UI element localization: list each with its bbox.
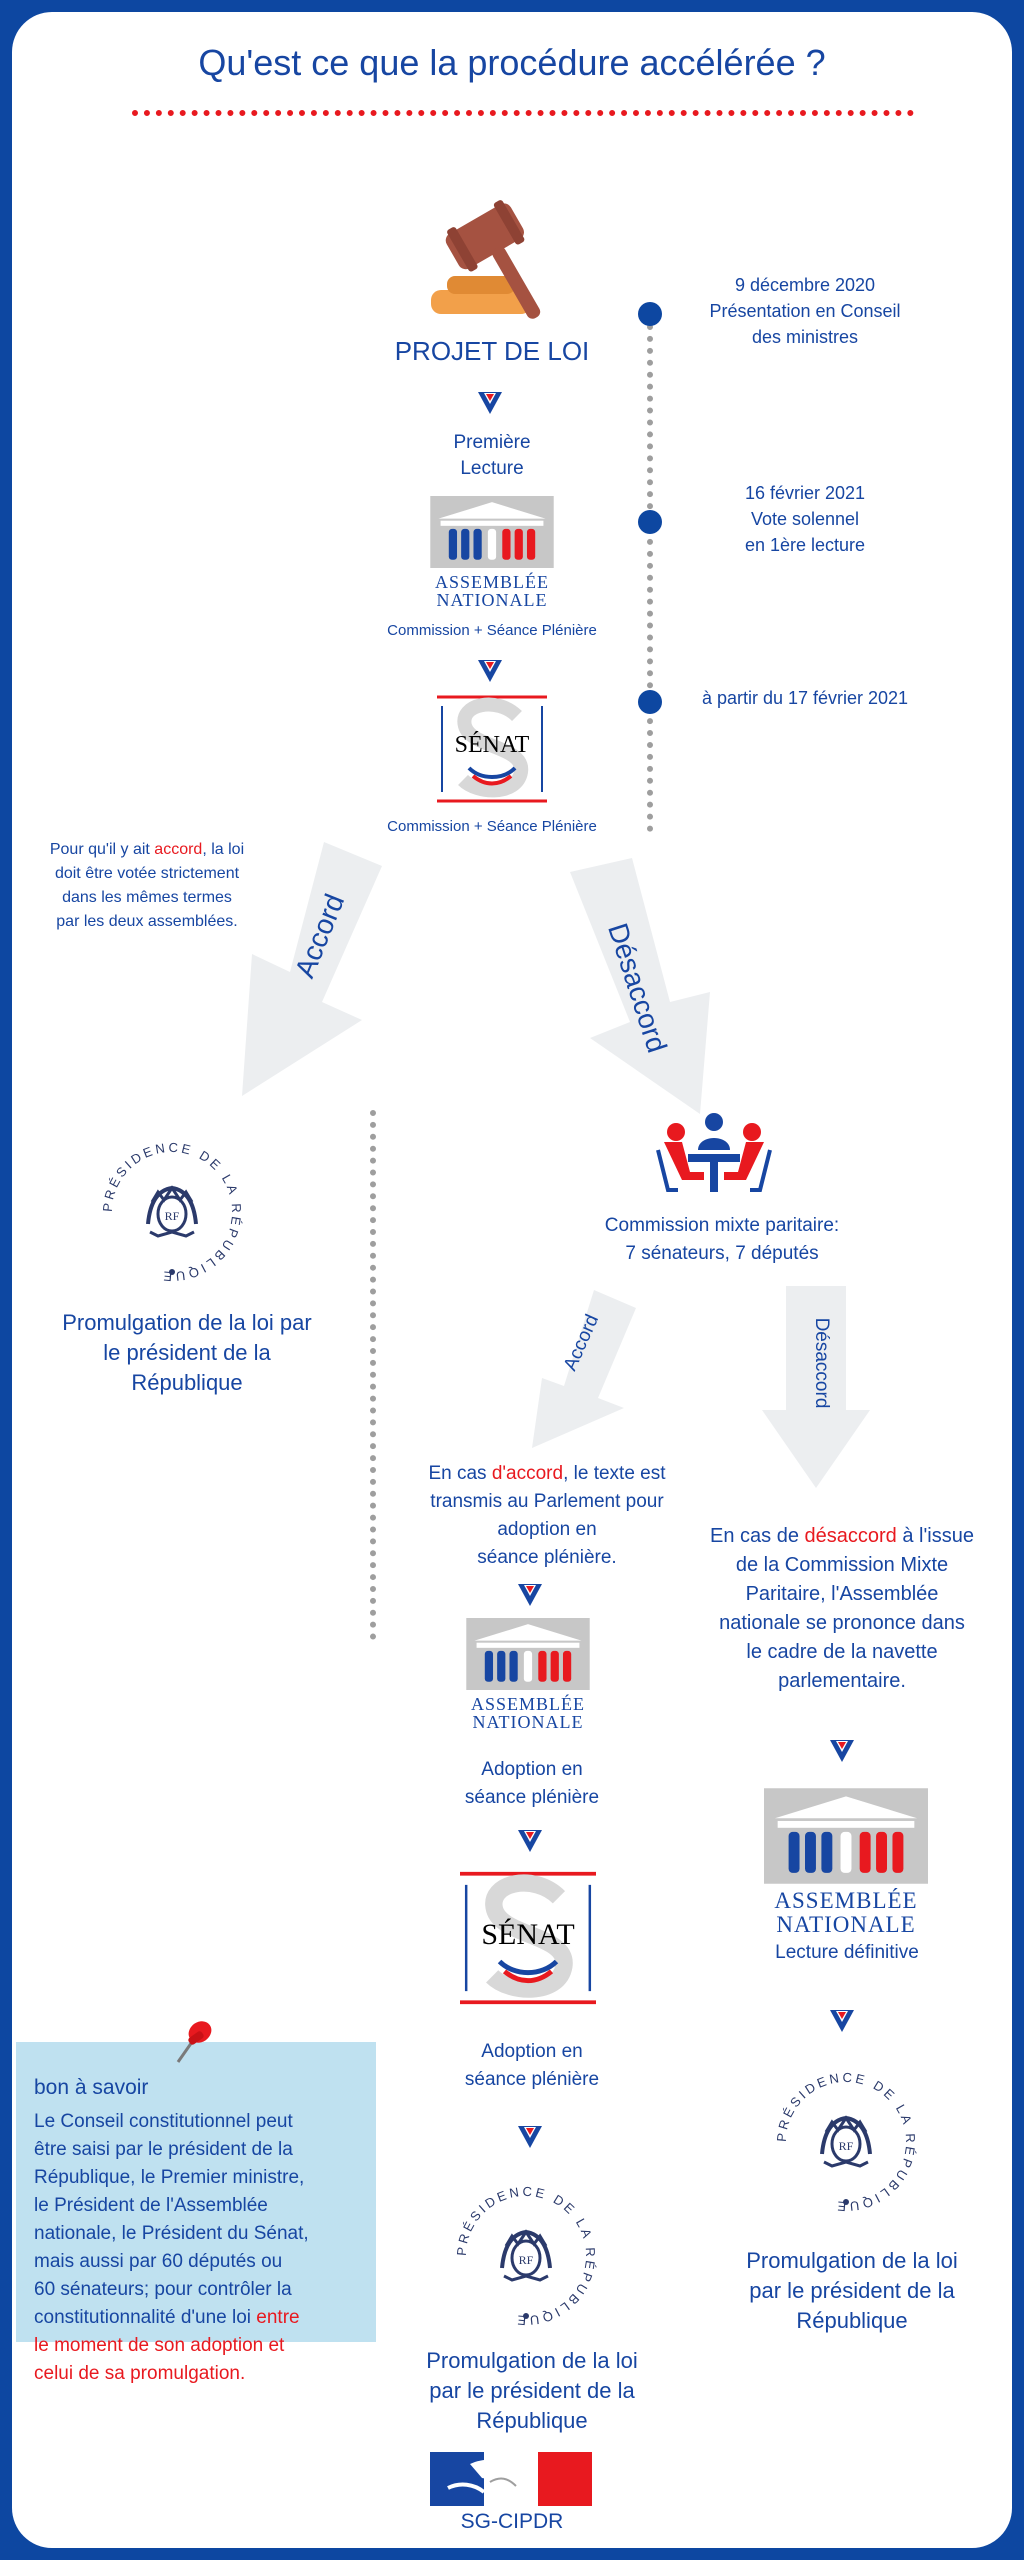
timeline-dot — [638, 302, 662, 326]
presidence-seal-logo: PRÉSIDENCE DE LA RÉPUBLIQUE RF — [766, 2062, 926, 2222]
chevron-down-icon — [516, 1582, 544, 1615]
svg-text:RF: RF — [165, 1209, 180, 1223]
cmp-accord-arrow — [512, 1282, 652, 1452]
cmp-desaccord-text: En cas de désaccord à l'issue de la Comm… — [710, 1525, 974, 1692]
cmp-desaccord-arrow — [760, 1282, 880, 1492]
timeline-dot — [638, 510, 662, 534]
timeline-line — [647, 312, 653, 832]
footer-org: SG-CIPDR — [460, 2510, 564, 2533]
assemblee-nationale-logo: ASSEMBLÉE NATIONALE — [466, 1618, 590, 1731]
chevron-down-icon — [476, 390, 504, 423]
presidence-seal-logo: PRÉSIDENCE DE LA RÉPUBLIQUE RF — [446, 2176, 606, 2336]
gavel-icon — [417, 172, 597, 332]
chevron-down-icon — [828, 2008, 856, 2041]
meeting-icon — [652, 1110, 776, 1202]
desaccord-arrow — [560, 852, 740, 1122]
cmp-label: Commission mixte paritaire: 7 sénateurs,… — [604, 1215, 840, 1264]
page-title: Qu'est ce que la procédure accélérée ? — [198, 42, 826, 83]
promulgation-right: Promulgation de la loi par le président … — [746, 2248, 958, 2333]
title-dotted-underline — [132, 110, 914, 116]
separator-dotted-line — [370, 1110, 376, 1640]
chevron-down-icon — [828, 1738, 856, 1771]
bon-a-savoir-callout — [16, 2042, 376, 2342]
chevron-down-icon — [516, 2124, 544, 2157]
senat-adoption-label: Adoption en séance plénière — [464, 2041, 600, 2090]
timeline-event-3: à partir du 17 février 2021 — [701, 688, 909, 708]
accord-note: Pour qu'il y ait accord, la loi doit êtr… — [49, 841, 245, 930]
an-adoption-label: Adoption en séance plénière — [464, 1759, 600, 1808]
timeline-event-1: 9 décembre 2020 Présentation en Conseil … — [709, 275, 901, 347]
chevron-down-icon — [476, 658, 504, 691]
marianne-logo — [430, 2452, 592, 2506]
svg-text:RF: RF — [519, 2253, 534, 2267]
promulgation-left: Promulgation de la loi par le président … — [62, 1310, 312, 1395]
cmp-desaccord-label: Désaccord — [811, 1317, 832, 1409]
promulgation-center: Promulgation de la loi par le président … — [426, 2348, 638, 2433]
presidence-seal-logo: PRÉSIDENCE DE LA RÉPUBLIQUE RF — [92, 1132, 252, 1292]
lecture-definitive-label: Lecture définitive — [775, 1942, 919, 1963]
timeline-dot — [638, 690, 662, 714]
assemblee-nationale-logo: ASSEMBLÉE NATIONALE — [764, 1788, 928, 1937]
chevron-down-icon — [516, 1828, 544, 1861]
premiere-lecture-label: Première Lecture — [453, 432, 531, 479]
senat-logo: SÉNAT — [460, 1870, 596, 2006]
callout-heading: bon à savoir — [34, 2076, 149, 2099]
assemblee-nationale-logo: ASSEMBLÉE NATIONALE — [430, 496, 554, 609]
pushpin-icon — [168, 2012, 218, 2068]
commission-senat-label: Commission + Séance Plénière — [387, 818, 597, 835]
projet-de-loi-label: PROJET DE LOI — [394, 336, 590, 366]
infographic-canvas: Qu'est ce que la procédure accélérée ? P… — [12, 12, 1012, 2548]
accord-arrow — [212, 832, 412, 1102]
callout-body: Le Conseil constitutionnel peut être sai… — [34, 2111, 309, 2384]
senat-logo: SÉNAT — [437, 694, 547, 804]
svg-text:RF: RF — [839, 2139, 854, 2153]
timeline-event-2: 16 février 2021 Vote solennel en 1ère le… — [744, 483, 866, 555]
cmp-accord-text: En cas d'accord, le texte est transmis a… — [428, 1463, 666, 1568]
commission-an-label: Commission + Séance Plénière — [387, 622, 597, 639]
